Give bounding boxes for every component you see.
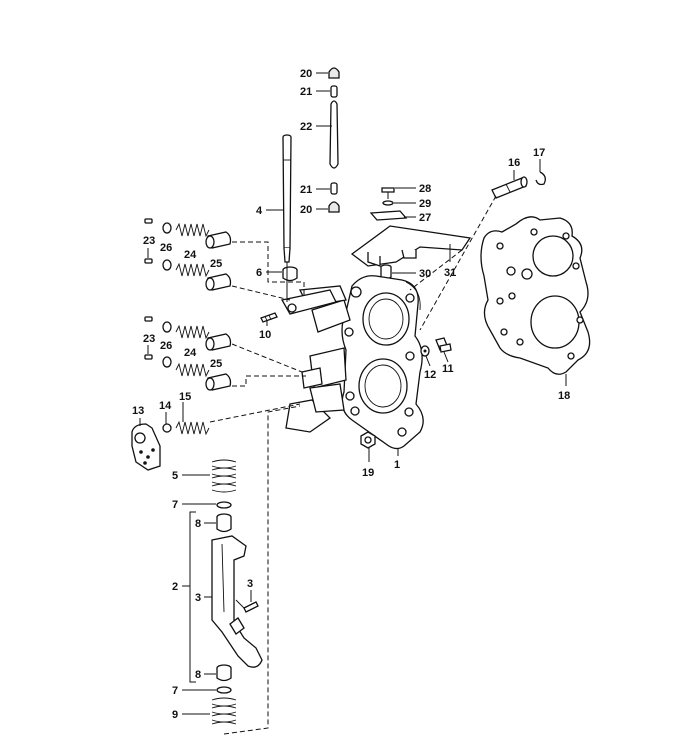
label-26-lower: 26 [160,340,172,352]
part-14-ball [162,423,172,433]
part-17-circlip [535,171,546,186]
label-3-right: 3 [247,578,253,590]
label-3-left: 3 [195,592,201,604]
part-22-shaft [329,100,339,169]
label-31: 31 [444,267,456,279]
label-25-upper: 25 [210,258,222,270]
label-2: 2 [172,581,178,593]
part-24-upper-spring-a [175,222,210,238]
part-24-upper-spring-b [175,262,210,278]
part-24-lower-spring-a [175,324,210,340]
label-24-upper: 24 [184,249,197,261]
part-31-lever-plate [350,225,472,267]
part-16-sleeve [491,176,528,199]
part-7-lower-washer [216,686,232,694]
label-6: 6 [256,267,262,279]
label-23-upper: 23 [143,235,155,247]
part-25-lower-piston-b [205,373,232,391]
label-17: 17 [533,147,545,159]
part-19-nut [360,431,376,449]
label-8-lower: 8 [195,669,201,681]
part-9-spring [211,697,237,725]
part-25-upper-piston-a [205,231,232,249]
label-12: 12 [424,369,436,381]
label-24-lower: 24 [184,347,197,359]
part-25-lower-piston-a [205,333,232,351]
part-5-spring [211,459,237,493]
label-15: 15 [179,391,191,403]
part-11-bolt [435,337,452,353]
part-15-spring [175,403,301,436]
linkage-arm [280,262,337,315]
label-4: 4 [256,205,263,217]
part-20-top-cap [328,67,340,79]
label-8-upper: 8 [195,518,201,530]
label-28: 28 [419,183,431,195]
label-27: 27 [419,212,431,224]
label-5: 5 [172,470,178,482]
callout-labels: 20 21 22 21 20 4 6 10 28 29 27 30 31 12 … [132,68,570,721]
part-21-lower-pin [330,182,338,195]
part-18-gasket [480,216,591,375]
label-16: 16 [508,157,520,169]
lower-spring-row [144,316,306,391]
upper-spring-row [144,218,305,301]
label-18: 18 [558,390,570,402]
label-9: 9 [172,709,178,721]
label-29: 29 [419,198,431,210]
housing-upper-bore [362,292,410,346]
part-28-bolt [381,187,395,199]
label-21-lower: 21 [300,184,312,196]
part-7-upper-washer [216,501,232,509]
housing-lower-bore [358,358,408,414]
label-7-upper: 7 [172,499,178,511]
part-24-lower-spring-b [175,362,210,378]
label-20-lower: 20 [300,204,312,216]
assembly-line-16 [419,195,497,331]
upper-pin-stack [328,67,340,213]
assembly-line-31 [409,249,463,291]
label-26-upper: 26 [160,242,172,254]
label-20-top: 20 [300,68,312,80]
part-1-housing [285,275,424,450]
part-4-control-rod [282,134,292,263]
label-7-lower: 7 [172,685,178,697]
label-19: 19 [362,467,374,479]
label-22: 22 [300,121,312,133]
leader-lines [139,72,567,715]
label-21-top: 21 [300,86,312,98]
assembly-line-lower [223,405,301,735]
part-27-pad [369,210,408,221]
label-14: 14 [159,400,172,412]
label-13: 13 [132,405,144,417]
part-12-washer [420,345,430,357]
label-11: 11 [442,363,454,375]
part-6-collar [282,266,298,282]
part-13-block [131,423,161,471]
part-21-top-pin [330,85,338,98]
part-10-screw [260,312,278,323]
label-1: 1 [394,459,400,471]
label-10: 10 [259,329,271,341]
group-bracket-2 [189,511,196,683]
part-8-upper-bushing [216,513,232,533]
part-2-lever [211,535,263,668]
label-30: 30 [419,268,431,280]
part-29-washer [382,200,394,206]
part-20-lower-cap [328,201,340,213]
part-25-upper-piston-b [205,273,232,291]
label-25-lower: 25 [210,358,222,370]
part-3-pin [243,601,259,613]
part-8-lower-bushing [216,664,232,682]
label-23-lower: 23 [143,333,155,345]
